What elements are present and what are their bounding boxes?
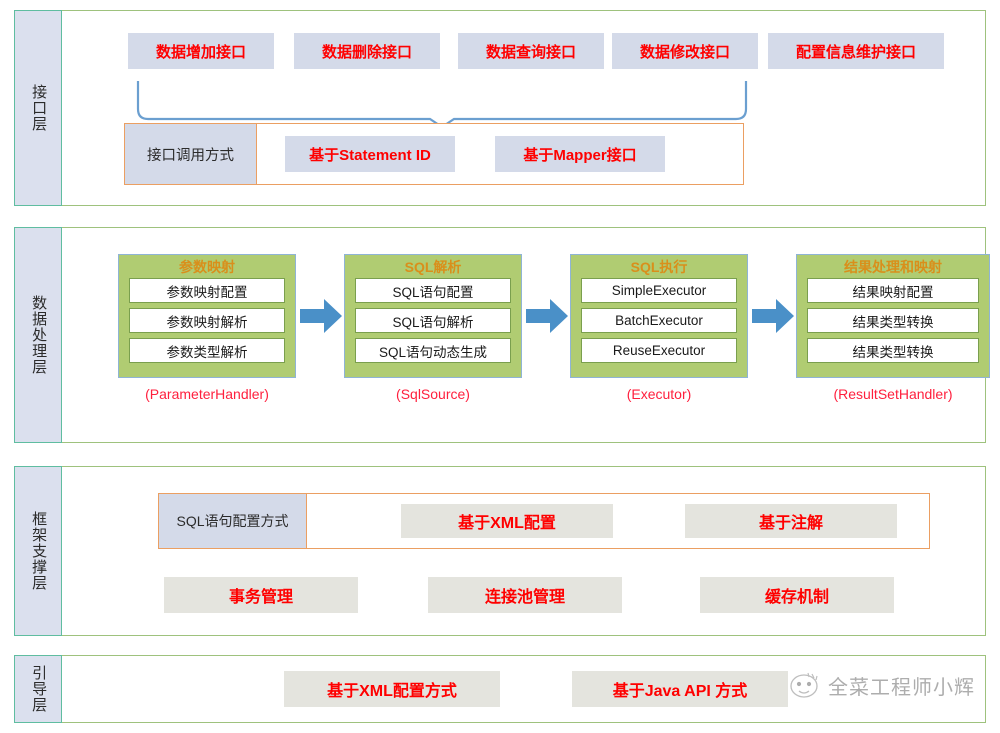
stage-box-sql-execution[interactable]: SQL执行 SimpleExecutor BatchExecutor Reuse…: [570, 254, 748, 378]
interface-chip-update[interactable]: 数据修改接口: [612, 33, 758, 69]
stage-caption-result-set-handler: (ResultSetHandler): [833, 386, 953, 402]
stage-caption-executor: (Executor): [626, 386, 692, 402]
stage-item[interactable]: SimpleExecutor: [581, 278, 737, 303]
watermark-text: 全菜工程师小辉: [828, 676, 975, 699]
stage-item[interactable]: 结果类型转换: [807, 338, 979, 363]
layer-label-interface: 接口层: [14, 10, 62, 206]
interface-call-mode-label: 接口调用方式: [125, 124, 257, 184]
watermark: 全菜工程师小辉: [788, 670, 975, 700]
stage-box-sql-parsing[interactable]: SQL解析 SQL语句配置 SQL语句解析 SQL语句动态生成: [344, 254, 522, 378]
flow-arrow-icon: [300, 299, 342, 333]
stage-item[interactable]: BatchExecutor: [581, 308, 737, 333]
layer-data-processing: 数据处理层 参数映射 参数映射配置 参数映射解析 参数类型解析 (Paramet…: [14, 227, 990, 443]
interface-chip-query[interactable]: 数据查询接口: [458, 33, 604, 69]
layer-data-processing-body: 参数映射 参数映射配置 参数映射解析 参数类型解析 (ParameterHand…: [62, 228, 990, 442]
layer-framework-support: 框架支撑层 SQL语句配置方式 基于XML配置 基于注解 事务管理 连接池管理 …: [14, 466, 986, 636]
stage-title: 参数映射: [179, 259, 235, 275]
smiley-face-icon: [790, 672, 818, 698]
layer-bootstrap-body: 基于XML配置方式 基于Java API 方式 全菜工程师小辉: [62, 656, 985, 722]
sql-config-mode-options: 基于XML配置 基于注解: [307, 494, 929, 548]
flow-arrow-icon: [526, 299, 568, 333]
bootstrap-chip-xml-config[interactable]: 基于XML配置方式: [284, 671, 500, 707]
layer-interface: 接口层 数据增加接口 数据删除接口 数据查询接口 数据修改接口 配置信息维护接口…: [14, 10, 986, 206]
layer-framework-support-body: SQL语句配置方式 基于XML配置 基于注解 事务管理 连接池管理 缓存机制: [62, 467, 985, 635]
framework-feature-chip-connection-pool[interactable]: 连接池管理: [428, 577, 622, 613]
stage-item[interactable]: SQL语句动态生成: [355, 338, 511, 363]
stage-item[interactable]: 参数类型解析: [129, 338, 285, 363]
brace-connector-icon: [136, 81, 748, 127]
sql-config-mode-label: SQL语句配置方式: [159, 494, 307, 548]
stage-item[interactable]: 参数映射配置: [129, 278, 285, 303]
sql-config-chip-annotation[interactable]: 基于注解: [685, 504, 897, 538]
stage-caption-sql-source: (SqlSource): [396, 386, 470, 402]
framework-feature-chip-transaction[interactable]: 事务管理: [164, 577, 358, 613]
stage-box-result-handling[interactable]: 结果处理和映射 结果映射配置 结果类型转换 结果类型转换: [796, 254, 990, 378]
stage-item[interactable]: SQL语句解析: [355, 308, 511, 333]
stage-item[interactable]: ReuseExecutor: [581, 338, 737, 363]
layer-interface-body: 数据增加接口 数据删除接口 数据查询接口 数据修改接口 配置信息维护接口 接口调…: [62, 11, 985, 205]
sql-config-mode-box: SQL语句配置方式 基于XML配置 基于注解: [158, 493, 930, 549]
layer-label-framework-support: 框架支撑层: [14, 466, 62, 636]
stage-title: SQL执行: [630, 259, 688, 275]
flow-arrow-icon: [752, 299, 794, 333]
bootstrap-chip-java-api[interactable]: 基于Java API 方式: [572, 671, 788, 707]
stage-title: SQL解析: [404, 259, 462, 275]
stage-box-parameter-mapping[interactable]: 参数映射 参数映射配置 参数映射解析 参数类型解析: [118, 254, 296, 378]
stage-item[interactable]: 参数映射解析: [129, 308, 285, 333]
stage-item[interactable]: 结果映射配置: [807, 278, 979, 303]
stage-item[interactable]: SQL语句配置: [355, 278, 511, 303]
stage-item[interactable]: 结果类型转换: [807, 308, 979, 333]
layer-bootstrap: 引导层 基于XML配置方式 基于Java API 方式 全菜工程师小辉: [14, 655, 986, 723]
stage-caption-parameter-handler: (ParameterHandler): [145, 386, 269, 402]
layer-label-bootstrap: 引导层: [14, 655, 62, 723]
interface-chip-config-maintain[interactable]: 配置信息维护接口: [768, 33, 944, 69]
layer-label-data-processing: 数据处理层: [14, 227, 62, 443]
interface-chip-delete[interactable]: 数据删除接口: [294, 33, 440, 69]
stage-title: 结果处理和映射: [844, 259, 942, 275]
interface-chip-add[interactable]: 数据增加接口: [128, 33, 274, 69]
interface-call-mode-box: 接口调用方式 基于Statement ID 基于Mapper接口: [124, 123, 744, 185]
sql-config-chip-xml[interactable]: 基于XML配置: [401, 504, 613, 538]
call-mode-chip-statement-id[interactable]: 基于Statement ID: [285, 136, 455, 172]
framework-feature-chip-cache[interactable]: 缓存机制: [700, 577, 894, 613]
interface-call-mode-options: 基于Statement ID 基于Mapper接口: [257, 124, 743, 184]
call-mode-chip-mapper[interactable]: 基于Mapper接口: [495, 136, 665, 172]
